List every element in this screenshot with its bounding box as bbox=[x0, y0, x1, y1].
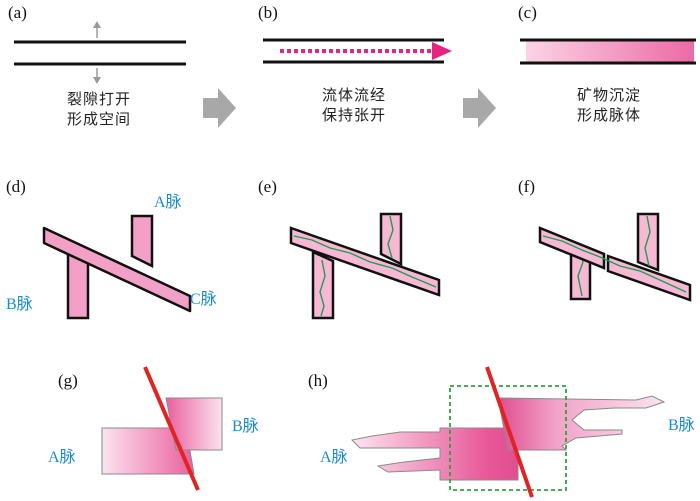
vein-b-shape bbox=[311, 250, 335, 320]
vein-a-label: A脉 bbox=[154, 193, 182, 211]
vein-c-shape bbox=[42, 226, 192, 313]
panel-c-label: (c) bbox=[518, 3, 537, 22]
panel-c-caption-line2: 形成脉体 bbox=[577, 106, 641, 124]
panel-a-caption-line1: 裂隙打开 bbox=[67, 90, 131, 108]
panel-c-caption-line1: 矿物沉淀 bbox=[577, 86, 641, 104]
panel-f: (f) bbox=[518, 177, 692, 302]
vein-b-segment bbox=[165, 397, 223, 451]
vein-a-segment bbox=[101, 427, 195, 475]
vein-a-shape bbox=[130, 214, 154, 269]
mineral-seam bbox=[644, 215, 651, 267]
mineral-seam bbox=[293, 235, 437, 288]
panel-g-label: (g) bbox=[58, 371, 78, 390]
panel-h: (h) A脉 B脉 bbox=[308, 366, 695, 498]
vein-fill bbox=[526, 41, 694, 63]
panel-d: (d) A脉 B脉 C脉 bbox=[6, 177, 217, 320]
opening-arrow-down-icon bbox=[93, 68, 101, 84]
panel-e: (e) bbox=[258, 177, 441, 320]
vein-a-label: A脉 bbox=[48, 448, 76, 466]
mineral-seam bbox=[387, 215, 394, 259]
panel-b-caption-line2: 保持张开 bbox=[322, 106, 386, 124]
panel-g: (g) A脉 B脉 bbox=[48, 366, 259, 491]
highlight-box bbox=[449, 385, 567, 491]
panel-f-label: (f) bbox=[518, 177, 535, 196]
vein-b-label: B脉 bbox=[668, 416, 695, 434]
panel-a-label: (a) bbox=[8, 3, 27, 22]
panel-b: (b) 流体流经 保持张开 bbox=[258, 3, 452, 124]
fault-line bbox=[485, 366, 534, 498]
panel-b-label: (b) bbox=[258, 3, 278, 22]
panel-e-label: (e) bbox=[258, 177, 277, 196]
vein-c-label: C脉 bbox=[190, 290, 217, 308]
panel-c: (c) 矿物沉淀 形成脉体 bbox=[518, 3, 696, 124]
panel-a-caption-line2: 形成空间 bbox=[67, 110, 131, 128]
vein-main-shape bbox=[606, 254, 692, 302]
vein-main-shape bbox=[538, 226, 606, 270]
vein-b-segment bbox=[497, 395, 666, 451]
vein-b-label: B脉 bbox=[6, 295, 33, 313]
mineral-seam bbox=[542, 235, 687, 293]
mineral-seam bbox=[319, 259, 326, 317]
vein-a-shape bbox=[636, 212, 660, 272]
vein-main-shape bbox=[289, 226, 441, 297]
panel-h-label: (h) bbox=[308, 371, 328, 390]
panel-b-caption-line1: 流体流经 bbox=[322, 86, 386, 104]
process-arrow-icon bbox=[203, 88, 236, 128]
panel-a: (a) 裂隙打开 形成空间 bbox=[8, 3, 186, 128]
opening-arrow-up-icon bbox=[93, 21, 101, 38]
vein-b-label: B脉 bbox=[232, 417, 259, 435]
process-arrow-icon bbox=[463, 88, 496, 128]
vein-a-shape bbox=[379, 212, 403, 267]
fluid-flow-arrow-icon bbox=[280, 42, 452, 60]
panel-d-label: (d) bbox=[6, 177, 26, 196]
vein-a-label: A脉 bbox=[320, 448, 348, 466]
fault-line bbox=[143, 366, 200, 491]
vein-a-segment bbox=[350, 427, 519, 481]
